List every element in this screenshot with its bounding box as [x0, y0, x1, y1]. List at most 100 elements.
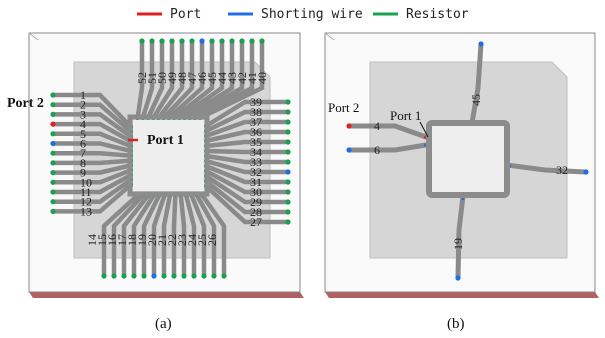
lead-left — [51, 167, 134, 185]
lead-right — [203, 173, 291, 205]
resistor-marker — [201, 273, 207, 279]
resistor-marker — [50, 208, 56, 214]
resistor-marker — [239, 38, 245, 44]
lead-top — [140, 39, 155, 121]
resistor-marker — [209, 38, 215, 44]
panel-b-port1-pointer — [419, 121, 429, 138]
resistor-marker — [285, 159, 291, 165]
resistor-marker — [111, 273, 117, 279]
resistor-marker — [171, 273, 177, 279]
lead — [469, 41, 484, 126]
panel-a-pin-numbers: 1234567891011121327282930313233343536373… — [80, 72, 269, 246]
resistor-marker — [219, 38, 225, 44]
pin-number: 4 — [374, 119, 380, 133]
resistor-marker — [50, 179, 56, 185]
lead — [455, 193, 466, 280]
pin-number: 40 — [255, 72, 269, 84]
shorting-wire-marker — [346, 147, 352, 153]
pin-number: 15 — [95, 234, 109, 246]
resistor-marker — [151, 273, 157, 279]
pin-number: 35 — [250, 135, 262, 149]
lead-right — [203, 148, 291, 155]
pin-number: 45 — [469, 94, 483, 106]
pin-number: 30 — [250, 185, 262, 199]
pin-number: 42 — [235, 72, 249, 84]
pin-number: 12 — [80, 195, 92, 209]
panel-b-board-edge — [325, 292, 599, 298]
panel-a-caption: (a) — [155, 316, 172, 332]
lead-right — [203, 158, 291, 175]
shorting-wire-marker — [583, 169, 589, 175]
pin-number: 32 — [556, 163, 568, 177]
pin-number: 49 — [165, 72, 179, 84]
resistor-marker — [121, 273, 127, 279]
resistor-marker — [50, 189, 56, 195]
pin-number: 6 — [80, 137, 86, 151]
lead-bottom — [183, 191, 197, 278]
pin-number: 24 — [185, 234, 199, 246]
resistor-marker — [285, 199, 291, 205]
legend-port-label: Port — [170, 7, 201, 22]
panel-b-port2-label: Port 2 — [328, 100, 359, 115]
lead-left — [51, 172, 134, 195]
lead-right — [203, 119, 291, 139]
pin-number: 44 — [215, 72, 229, 84]
pin-number: 37 — [250, 115, 262, 129]
legend: Port Shorting wire Resistor — [137, 7, 469, 22]
lead-right — [203, 109, 291, 134]
lead-left — [51, 182, 134, 214]
lead-left — [51, 163, 134, 175]
lead-top — [135, 39, 145, 121]
lead-left — [51, 177, 134, 204]
pin-number: 8 — [80, 156, 86, 170]
legend-shorting-wire-label: Shorting wire — [261, 7, 363, 22]
panel-a-ring — [127, 114, 210, 197]
pin-number: 17 — [115, 234, 129, 246]
lead-right — [203, 139, 291, 149]
resistor-marker — [141, 273, 147, 279]
resistor-marker — [229, 38, 235, 44]
lead-bottom — [141, 191, 163, 278]
lead-right — [203, 99, 291, 129]
panel-a-leads — [50, 38, 291, 279]
lead-left — [51, 112, 134, 139]
pin-number: 29 — [250, 195, 262, 209]
pin-number: 34 — [250, 145, 262, 159]
resistor-marker — [285, 179, 291, 185]
lead-bottom — [101, 191, 142, 278]
pin-number: 13 — [80, 204, 92, 218]
pin-number: 10 — [80, 175, 92, 189]
pin-number: 52 — [135, 72, 149, 84]
shorting-wire-marker — [455, 275, 461, 281]
resistor-marker — [179, 38, 185, 44]
pin-number: 32 — [250, 165, 262, 179]
lead-left — [51, 102, 134, 135]
resistor-marker — [285, 119, 291, 125]
resistor-marker — [199, 38, 205, 44]
pin-number: 50 — [155, 72, 169, 84]
lead-bottom — [171, 191, 178, 278]
pin-number: 19 — [135, 234, 149, 246]
pin-number: 28 — [250, 205, 262, 219]
lead-bottom — [151, 191, 168, 278]
pin-number: 25 — [195, 234, 209, 246]
resistor-marker — [285, 139, 291, 145]
resistor-marker — [50, 102, 56, 108]
lead-top — [166, 39, 205, 121]
panel-a: 1234567891011121327282930313233343536373… — [7, 32, 304, 332]
resistor-marker — [285, 109, 291, 115]
panel-a-board-edge — [29, 292, 304, 298]
port2-marker — [346, 123, 352, 129]
panel-a-port2-label: Port 2 — [7, 96, 44, 111]
pin-number: 16 — [105, 234, 119, 246]
pin-number: 23 — [175, 234, 189, 246]
pin-number: 45 — [205, 72, 219, 84]
pin-number: 14 — [85, 234, 99, 246]
lead-top — [197, 39, 265, 121]
lead-top — [145, 39, 165, 121]
pin-number: 4 — [80, 117, 86, 131]
lead-right — [203, 178, 291, 215]
resistor-marker — [131, 273, 137, 279]
